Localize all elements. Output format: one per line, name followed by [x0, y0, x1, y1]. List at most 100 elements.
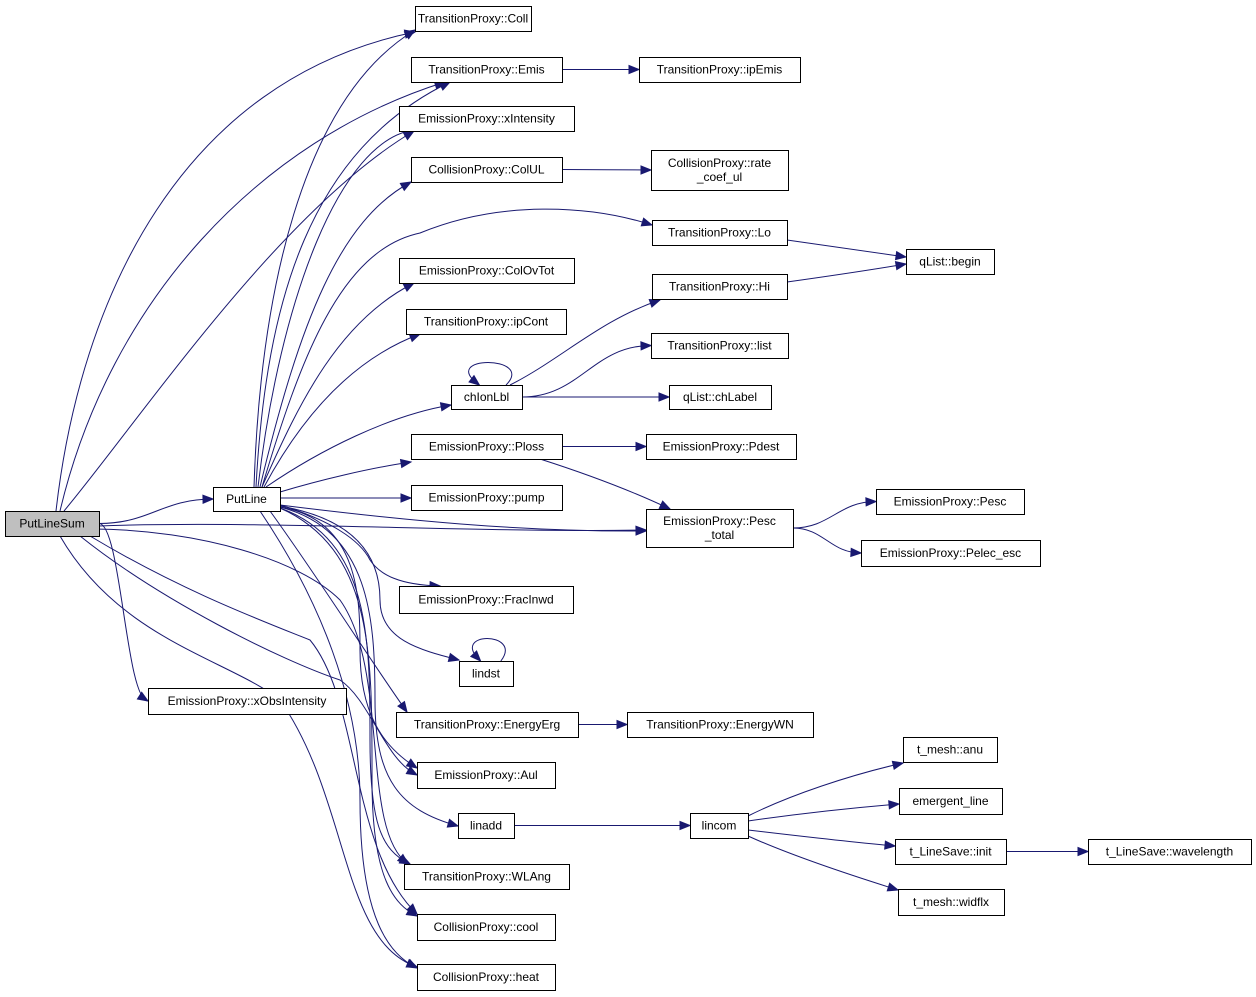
node-TP_Emis[interactable]: TransitionProxy::Emis: [411, 57, 563, 83]
node-EP_FracInwd[interactable]: EmissionProxy::FracInwd: [399, 586, 574, 614]
node-lindst[interactable]: lindst: [459, 661, 514, 687]
edge-chIonLbl-to-qList_chLabel: [522, 392, 671, 402]
edge-TP_Emis-to-TP_ipEmis: [562, 64, 641, 75]
node-label: EmissionProxy::FracInwd: [418, 593, 553, 607]
node-label: lindst: [472, 667, 501, 681]
edge-arrowhead: [408, 333, 422, 343]
node-chIonLbl[interactable]: chIonLbl: [451, 385, 523, 410]
edge-PutLine-to-EP_ColOvTot: [261, 282, 416, 488]
node-qList_begin[interactable]: qList::begin: [906, 249, 995, 275]
edge-path: [259, 181, 412, 488]
node-label: EmissionProxy::ColOvTot: [419, 264, 555, 278]
edge-path: [265, 404, 452, 488]
edge-path: [279, 507, 411, 865]
node-box: [415, 6, 532, 32]
node-box: [5, 511, 100, 537]
edge-path: [279, 504, 647, 532]
node-box: [627, 712, 814, 738]
node-EP_pump[interactable]: EmissionProxy::pump: [411, 485, 563, 511]
node-label: TransitionProxy::EnergyWN: [646, 718, 794, 732]
node-EP_Ploss[interactable]: EmissionProxy::Ploss: [411, 434, 563, 460]
edge-arrowhead: [399, 181, 413, 192]
edge-PutLineSum-to-TP_Emis: [59, 80, 447, 512]
node-t_mesh_anu[interactable]: t_mesh::anu: [903, 737, 998, 763]
node-box: [861, 540, 1041, 567]
edge-path: [468, 362, 513, 386]
node-label: TransitionProxy::Lo: [668, 226, 771, 240]
node-EP_Pesc_total[interactable]: EmissionProxy::Pesc_total: [646, 509, 794, 548]
edge-path: [279, 507, 418, 917]
node-label: EmissionProxy::Pdest: [663, 440, 780, 454]
edge-arrowhead: [439, 402, 453, 412]
node-TP_ipEmis[interactable]: TransitionProxy::ipEmis: [639, 57, 801, 83]
node-label: lincom: [702, 819, 737, 833]
node-LS_wavelength[interactable]: t_LineSave::wavelength: [1088, 839, 1252, 865]
node-CP_heat[interactable]: CollisionProxy::heat: [417, 964, 556, 991]
edge-lincom-to-emergent_line: [747, 800, 901, 822]
node-box: [895, 839, 1007, 865]
node-PutLine[interactable]: PutLine: [213, 487, 281, 512]
node-EP_ColOvTot[interactable]: EmissionProxy::ColOvTot: [399, 258, 575, 284]
edge-PutLine-to-EP_FracInwd: [279, 504, 442, 591]
node-CP_cool[interactable]: CollisionProxy::cool: [417, 914, 556, 941]
node-linadd[interactable]: linadd: [458, 813, 515, 839]
node-TP_ipCont[interactable]: TransitionProxy::ipCont: [406, 309, 567, 335]
node-TP_WLAng[interactable]: TransitionProxy::WLAng: [404, 864, 570, 890]
node-box: [651, 333, 789, 359]
node-label: TransitionProxy::WLAng: [422, 870, 551, 884]
node-EP_Pdest[interactable]: EmissionProxy::Pdest: [646, 434, 797, 460]
edge-path: [279, 461, 412, 493]
node-label: PutLineSum: [19, 517, 84, 531]
node-EP_Pelec_esc[interactable]: EmissionProxy::Pelec_esc: [861, 540, 1041, 567]
node-EP_xIntensity[interactable]: EmissionProxy::xIntensity: [399, 106, 575, 132]
edge-path: [786, 239, 907, 258]
edge-arrowhead: [635, 441, 648, 452]
node-xObsIntensity[interactable]: EmissionProxy::xObsIntensity: [148, 688, 347, 715]
edge-path: [747, 803, 900, 822]
edge-path: [263, 333, 421, 488]
edge-TP_EnergyErg-to-TP_EnergyWN: [578, 719, 629, 730]
edge-PutLine-to-TP_WLAng: [279, 507, 412, 865]
node-box: [906, 249, 995, 275]
edge-PutLine-to-CP_cool: [279, 507, 419, 917]
node-lincom[interactable]: lincom: [690, 813, 749, 839]
node-emergent_line[interactable]: emergent_line: [899, 788, 1003, 815]
edge-PutLine-to-EP_Pesc_total: [279, 504, 648, 536]
node-t_mesh_widflx[interactable]: t_mesh::widflx: [898, 889, 1005, 916]
node-box: [411, 57, 563, 83]
edge-linadd-to-lincom: [514, 820, 692, 831]
edge-arrowhead: [891, 760, 905, 770]
edge-path: [255, 81, 451, 488]
edge-arrowhead: [446, 818, 460, 828]
edge-arrowhead: [403, 29, 417, 40]
node-TP_list[interactable]: TransitionProxy::list: [651, 333, 789, 359]
edge-path: [786, 263, 907, 283]
node-CP_rate[interactable]: CollisionProxy::rate_coef_ul: [651, 150, 789, 191]
node-PutLineSum[interactable]: PutLineSum: [5, 511, 100, 537]
node-EP_Aul[interactable]: EmissionProxy::Aul: [417, 762, 556, 789]
node-label: TransitionProxy::ipCont: [424, 315, 549, 329]
edge-lincom-to-t_mesh_anu: [747, 760, 905, 817]
node-TP_Coll[interactable]: TransitionProxy::Coll: [415, 6, 532, 32]
node-label: qList::begin: [919, 255, 980, 269]
node-TP_EnergyErg[interactable]: TransitionProxy::EnergyErg: [396, 712, 579, 738]
node-EP_Pesc[interactable]: EmissionProxy::Pesc: [876, 489, 1025, 515]
node-CP_ColUL[interactable]: CollisionProxy::ColUL: [411, 157, 563, 183]
node-label: EmissionProxy::Pesc: [894, 495, 1007, 509]
node-TP_Lo[interactable]: TransitionProxy::Lo: [652, 220, 788, 246]
edge-arrowhead: [405, 765, 419, 776]
node-qList_chLabel[interactable]: qList::chLabel: [669, 385, 772, 410]
node-TP_Hi[interactable]: TransitionProxy::Hi: [652, 274, 788, 300]
edge-arrowhead: [635, 526, 648, 536]
node-TP_EnergyWN[interactable]: TransitionProxy::EnergyWN: [627, 712, 814, 738]
edge-path: [259, 510, 418, 969]
node-box: [213, 487, 281, 512]
node-LS_init[interactable]: t_LineSave::init: [895, 839, 1007, 865]
edge-EP_Ploss-to-EP_Pdest: [561, 441, 648, 452]
node-box: [417, 762, 556, 789]
edge-path: [279, 505, 460, 661]
edge-lindst-to-lindst: [469, 638, 506, 662]
node-box: [690, 813, 749, 839]
node-label: EmissionProxy::Pesc: [663, 514, 776, 528]
